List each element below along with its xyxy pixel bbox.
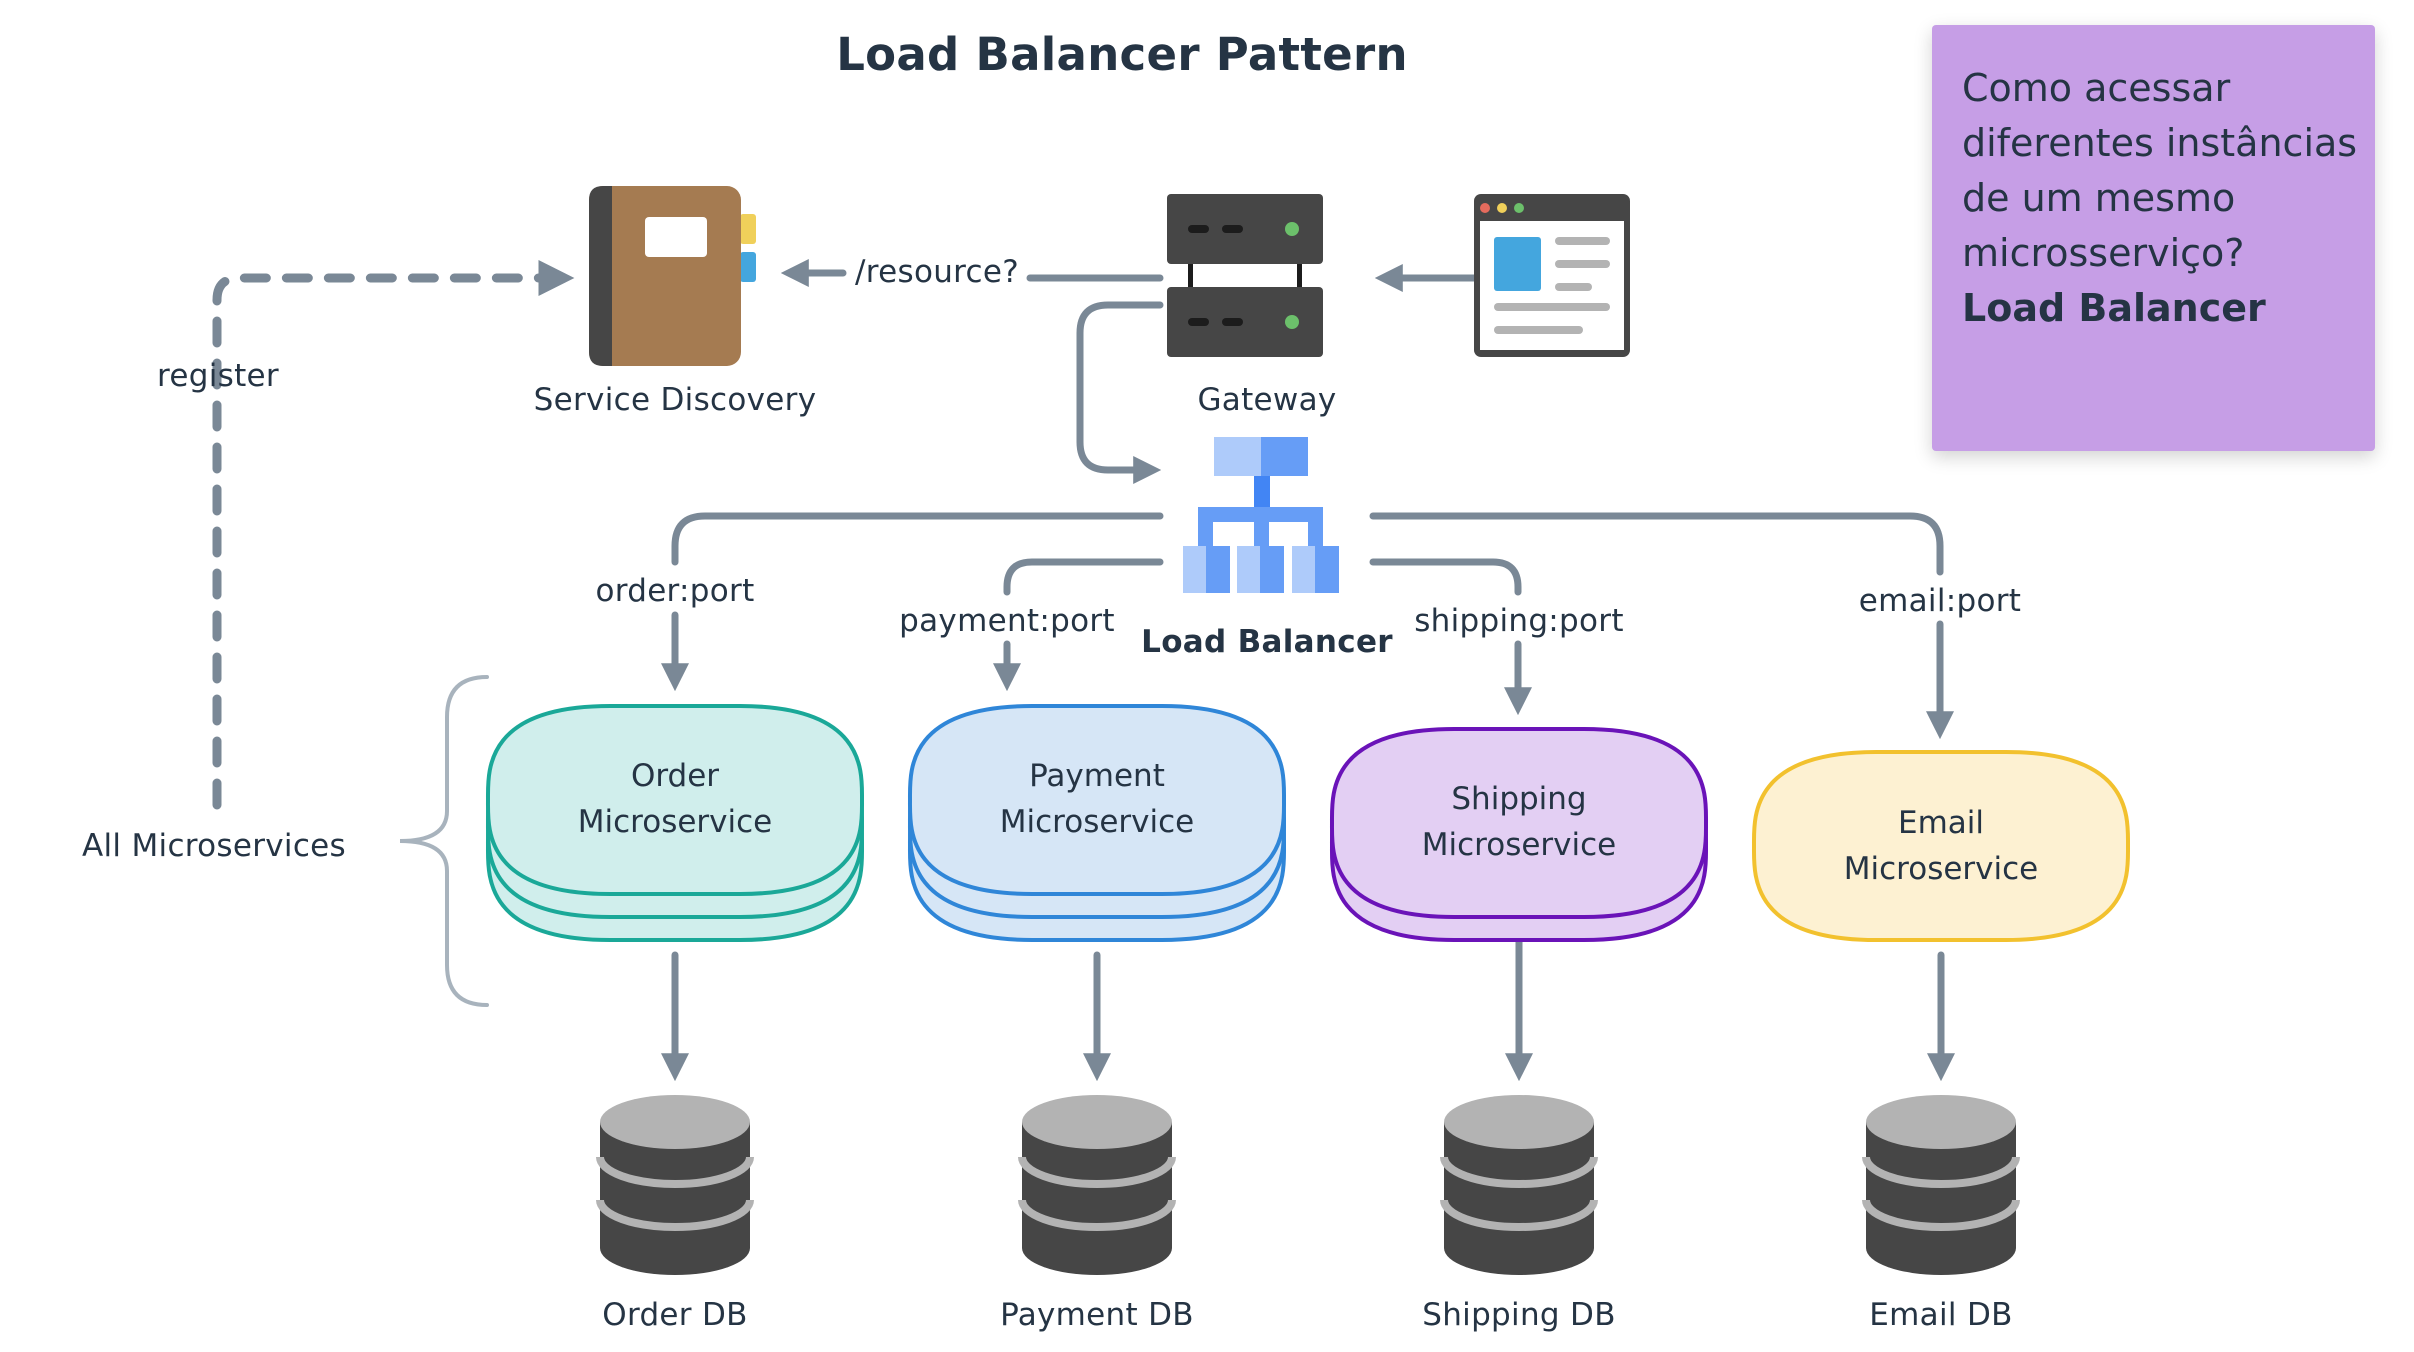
microservices-group	[485, 704, 2131, 942]
book-icon[interactable]	[589, 186, 756, 366]
microservice-instance[interactable]	[1329, 727, 1709, 919]
group-brace	[399, 675, 489, 1007]
payment-service-suffix: Microservice	[999, 804, 1195, 840]
order-port-label: order:port	[595, 573, 755, 609]
email-port-label: email:port	[1858, 583, 2022, 619]
load-balancer-label: Load Balancer	[1141, 624, 1393, 660]
database-icon[interactable]	[1018, 1095, 1176, 1275]
payment-service-label[interactable]: Payment Microservice	[1000, 753, 1194, 845]
databases-group	[596, 1095, 2020, 1275]
load-balancer-icon[interactable]	[1183, 437, 1339, 593]
gateway-to-lb-edge	[1076, 301, 1164, 484]
email-service-name: Email	[1897, 805, 1985, 841]
microservice-instance[interactable]	[485, 704, 865, 896]
server-icon[interactable]	[1167, 194, 1323, 357]
email-db-label: Email DB	[1869, 1297, 2013, 1333]
lb-to-payment-edge-top	[1003, 558, 1164, 596]
email-service-suffix: Microservice	[1843, 851, 2039, 887]
shipping-microservice-stack[interactable]	[1329, 727, 1709, 942]
payment-port-label: payment:port	[899, 603, 1115, 639]
service-discovery-label: Service Discovery	[533, 382, 817, 418]
note-line-1: Como acessar	[1962, 66, 2231, 110]
gateway-label: Gateway	[1197, 382, 1337, 418]
order-service-label[interactable]: Order Microservice	[578, 753, 772, 845]
register-label: register	[157, 358, 279, 394]
order-microservice-stack[interactable]	[485, 704, 865, 942]
shipping-port-label: shipping:port	[1414, 603, 1624, 639]
note-line-2: diferentes instâncias	[1962, 121, 2358, 165]
resource-query-label: /resource?	[855, 254, 1019, 290]
browser-window-icon[interactable]	[1474, 194, 1630, 357]
shipping-service-suffix: Microservice	[1421, 827, 1617, 863]
order-db-label: Order DB	[602, 1297, 748, 1333]
lb-to-order-edge-top	[671, 512, 1164, 566]
database-icon[interactable]	[596, 1095, 754, 1275]
note-line-4: microsserviço?	[1962, 231, 2245, 275]
register-edge	[212, 260, 575, 810]
shipping-db-label: Shipping DB	[1422, 1297, 1616, 1333]
payment-db-label: Payment DB	[1000, 1297, 1194, 1333]
email-microservice-stack[interactable]	[1751, 750, 2131, 942]
shipping-service-name: Shipping	[1451, 781, 1587, 817]
payment-service-name: Payment	[1029, 758, 1165, 794]
note-bold-line: Load Balancer	[1962, 286, 2266, 330]
lb-to-shipping-edge-top	[1369, 558, 1522, 596]
shipping-service-label[interactable]: Shipping Microservice	[1422, 776, 1616, 868]
microservice-instance[interactable]	[1751, 750, 2131, 942]
page-title: Load Balancer Pattern	[836, 28, 1408, 81]
lb-to-email-edge-top	[1369, 512, 1944, 576]
email-service-label[interactable]: Email Microservice	[1844, 800, 2038, 892]
database-icon[interactable]	[1862, 1095, 2020, 1275]
payment-microservice-stack[interactable]	[907, 704, 1287, 942]
order-service-suffix: Microservice	[577, 804, 773, 840]
database-icon[interactable]	[1440, 1095, 1598, 1275]
order-service-name: Order	[630, 758, 720, 794]
sticky-note[interactable]: Como acessar diferentes instâncias de um…	[1932, 25, 2375, 451]
note-line-3: de um mesmo	[1962, 176, 2236, 220]
all-microservices-label: All Microservices	[81, 828, 347, 864]
microservice-instance[interactable]	[907, 704, 1287, 896]
